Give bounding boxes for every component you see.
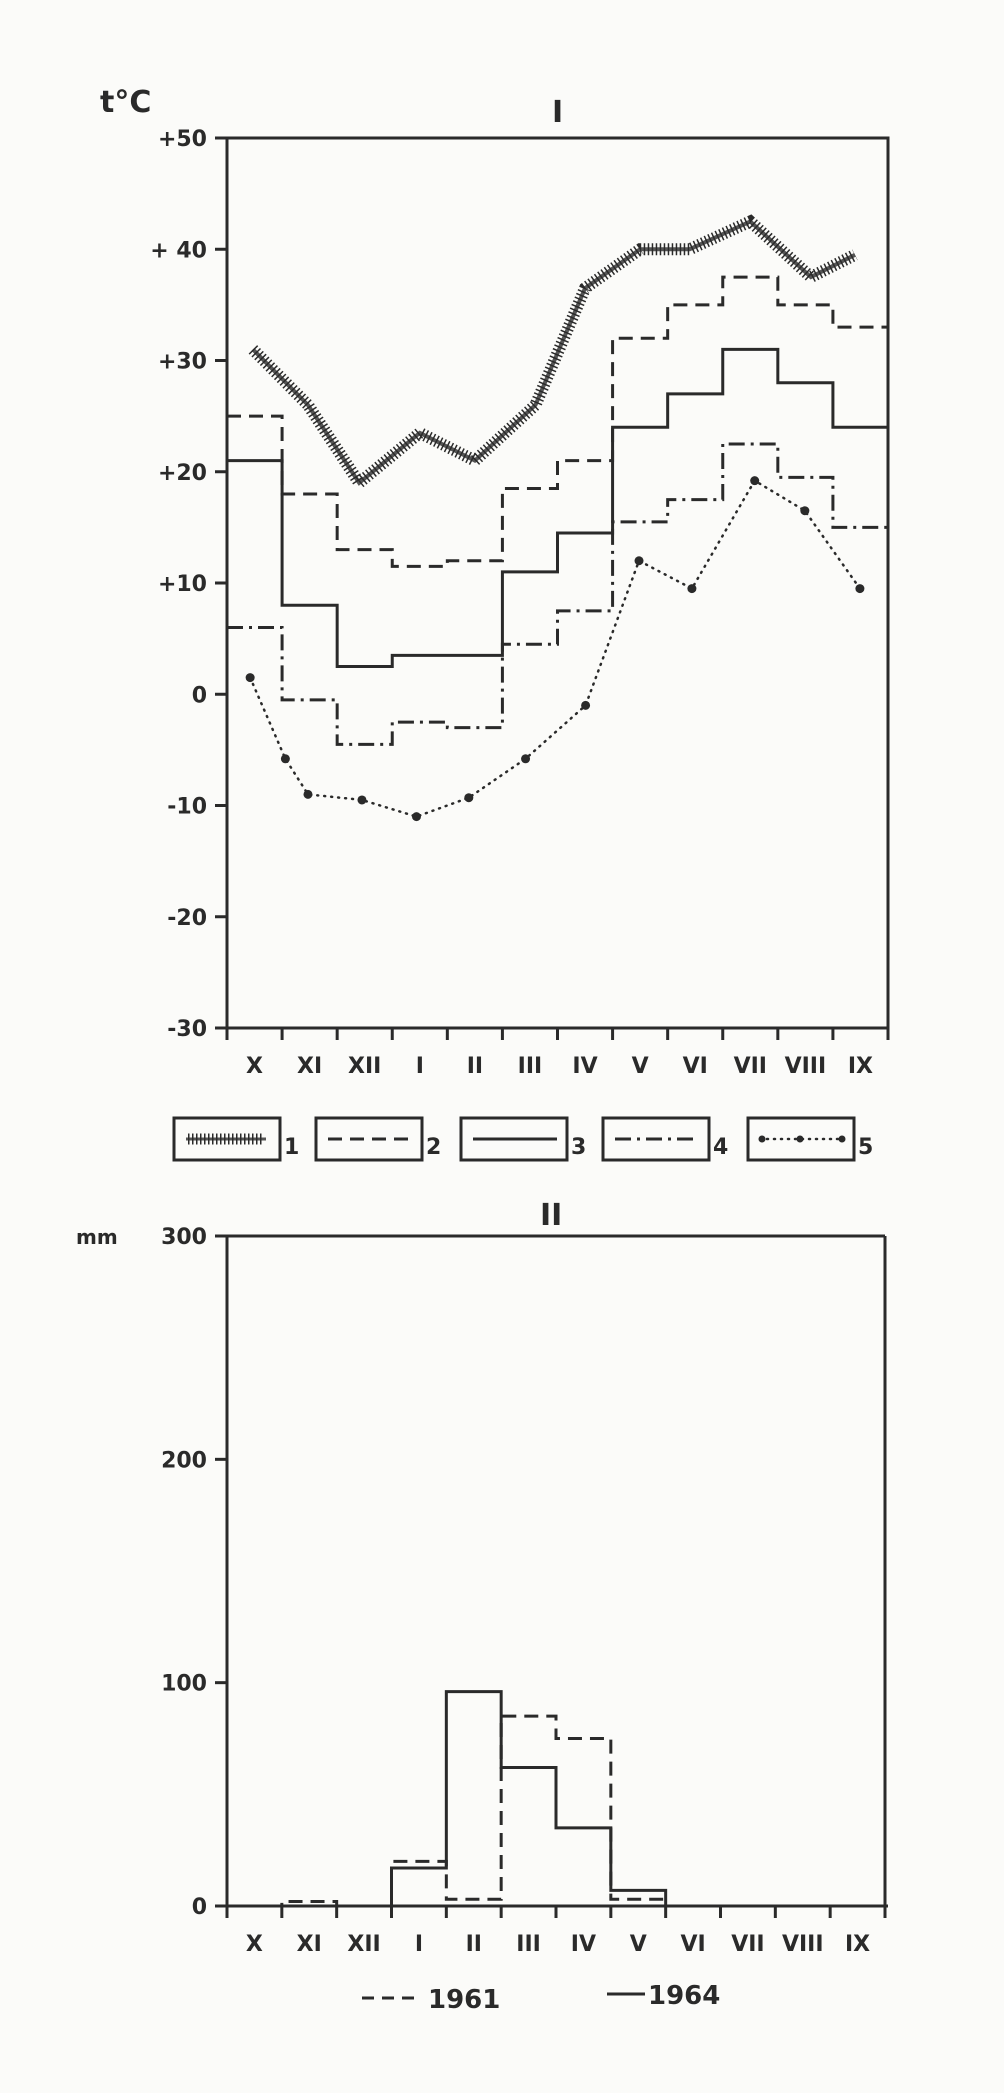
- series-5-point: [303, 789, 313, 799]
- legend-label: 5: [858, 1135, 873, 1160]
- legend-box-1: [172, 1116, 282, 1162]
- chart-title: I: [552, 95, 563, 130]
- legend-label: 1: [284, 1135, 299, 1160]
- x-tick-label: VII: [731, 1932, 764, 1957]
- legend-label: 2: [426, 1135, 441, 1160]
- x-tick-label: VI: [680, 1932, 705, 1957]
- y-axis-label: t°C: [100, 85, 151, 120]
- x-tick-label: IV: [572, 1054, 597, 1079]
- x-tick-label: XI: [297, 1054, 322, 1079]
- y-axis-label: mm: [76, 1225, 118, 1249]
- y-tick-label: +20: [158, 461, 207, 486]
- legend-swatch-point: [838, 1135, 846, 1143]
- y-tick-label: 200: [161, 1448, 207, 1473]
- x-tick-label: IX: [845, 1932, 870, 1957]
- y-tick-label: -20: [167, 906, 207, 931]
- series-5-point: [464, 793, 474, 803]
- legend-box-2: [314, 1116, 424, 1162]
- legend-label: 1961: [428, 1985, 500, 2015]
- x-tick-label: I: [416, 1054, 424, 1079]
- chart-title: II: [540, 1198, 562, 1233]
- x-tick-label: X: [246, 1932, 263, 1957]
- series-2-line: [227, 275, 888, 568]
- series-1-line: [251, 219, 856, 486]
- series-4-line: [227, 442, 888, 746]
- x-tick-label: VI: [683, 1054, 708, 1079]
- y-tick-label: +10: [158, 572, 207, 597]
- legend-label: 1964: [648, 1981, 720, 2011]
- x-tick-label: III: [518, 1054, 543, 1079]
- y-tick-label: +30: [158, 350, 207, 375]
- x-tick-label: X: [246, 1054, 263, 1079]
- plot-frame: [225, 136, 890, 1030]
- series-5-point: [521, 754, 531, 764]
- series-5-point: [800, 506, 810, 516]
- x-tick-label: V: [630, 1932, 647, 1957]
- y-tick-label: +50: [158, 127, 207, 152]
- x-tick-label: XII: [347, 1932, 380, 1957]
- series-5-point: [411, 812, 421, 822]
- x-tick-label: XI: [297, 1932, 322, 1957]
- legend-label: 3: [571, 1135, 586, 1160]
- legend-label: 4: [713, 1135, 728, 1160]
- series-1964-line: [227, 1690, 885, 1908]
- series-5-line: [248, 478, 862, 818]
- x-tick-label: IX: [848, 1054, 873, 1079]
- x-tick-label: II: [466, 1932, 482, 1957]
- series-5-point: [245, 673, 255, 683]
- legend-swatch-point: [796, 1135, 804, 1143]
- x-tick-label: III: [516, 1932, 541, 1957]
- x-tick-label: VIII: [785, 1054, 827, 1079]
- legend-box-4: [601, 1116, 711, 1162]
- x-tick-label: IV: [571, 1932, 596, 1957]
- series-5-point: [357, 795, 367, 805]
- series-5-point: [855, 584, 865, 594]
- series-5-point: [687, 584, 697, 594]
- legend-swatch-point: [758, 1135, 766, 1143]
- series-5-point: [280, 754, 290, 764]
- x-tick-label: II: [467, 1054, 483, 1079]
- y-tick-label: 0: [192, 1895, 207, 1920]
- series-3-line: [227, 347, 888, 668]
- x-tick-label: XII: [348, 1054, 381, 1079]
- y-tick-label: 100: [161, 1672, 207, 1697]
- series-5-point: [581, 700, 591, 710]
- legend-box-5: [746, 1116, 856, 1162]
- x-tick-label: I: [415, 1932, 423, 1957]
- legend-box-3: [459, 1116, 569, 1162]
- x-tick-label: VII: [734, 1054, 767, 1079]
- y-tick-label: -10: [167, 795, 207, 820]
- y-tick-label: 0: [192, 683, 207, 708]
- x-tick-label: VIII: [782, 1932, 824, 1957]
- series-5-point: [634, 556, 644, 566]
- y-tick-label: -30: [167, 1017, 207, 1042]
- series-1961-line: [227, 1714, 885, 1908]
- y-tick-label: + 40: [150, 238, 207, 263]
- series-5-point: [750, 476, 760, 486]
- y-tick-label: 300: [161, 1225, 207, 1250]
- x-tick-label: V: [632, 1054, 649, 1079]
